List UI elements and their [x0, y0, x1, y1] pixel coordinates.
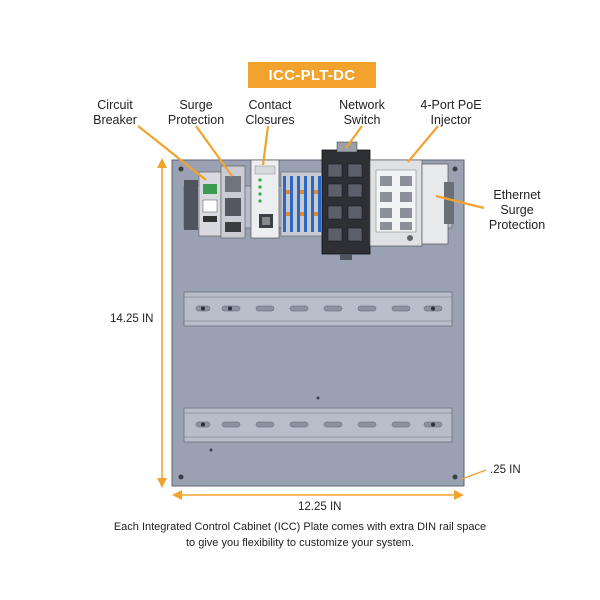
- caption: Each Integrated Control Cabinet (ICC) Pl…: [60, 519, 540, 551]
- mount-hole: [452, 474, 458, 480]
- mount-hole: [178, 166, 184, 172]
- leader-surge-protection: [195, 125, 233, 177]
- din-rail-middle: [183, 291, 453, 327]
- caption-line-2: to give you flexibility to customize you…: [185, 537, 415, 549]
- label-surge-protection: Surge Protection: [167, 98, 225, 127]
- callout-leaders: [137, 125, 485, 210]
- hole-offset-indicator: [461, 469, 487, 480]
- caption-line-1: Each Integrated Control Cabinet (ICC) Pl…: [113, 521, 487, 533]
- label-network-switch: Network Switch: [339, 98, 385, 127]
- label-contact-closures: Contact Closures: [245, 98, 295, 127]
- mount-hole: [452, 166, 458, 172]
- poe-injector-module: [369, 159, 423, 247]
- din-rail-bottom: [183, 407, 453, 443]
- mount-hole: [209, 448, 213, 452]
- circuit-breaker-module: [184, 171, 222, 237]
- terminal-blocks: [280, 171, 324, 237]
- leader-network-switch: [345, 125, 363, 149]
- height-dimension-arrow: [157, 158, 167, 488]
- leader-circuit-breaker: [137, 125, 207, 181]
- mount-hole: [316, 396, 320, 400]
- width-dimension-label: 12.25 IN: [298, 501, 342, 513]
- hole-offset-label: .25 IN: [490, 464, 521, 476]
- label-poe-injector: 4-Port PoE Injector: [420, 98, 482, 127]
- leader-poe-injector: [407, 125, 439, 163]
- label-circuit-breaker: Circuit Breaker: [93, 98, 137, 127]
- network-switch-module: [321, 141, 371, 260]
- leader-ethernet-surge: [435, 194, 485, 210]
- ethernet-surge-module: [421, 163, 454, 245]
- height-dimension-label: 14.25 IN: [110, 313, 154, 325]
- mount-hole: [178, 474, 184, 480]
- leader-contact-closures: [261, 125, 270, 166]
- contact-closures-module: [250, 159, 280, 239]
- product-title-badge: ICC-PLT-DC: [248, 62, 376, 88]
- surge-protection-module: [220, 165, 246, 239]
- width-dimension-arrow: [172, 490, 464, 500]
- label-ethernet-surge: Ethernet Surge Protection: [488, 188, 546, 232]
